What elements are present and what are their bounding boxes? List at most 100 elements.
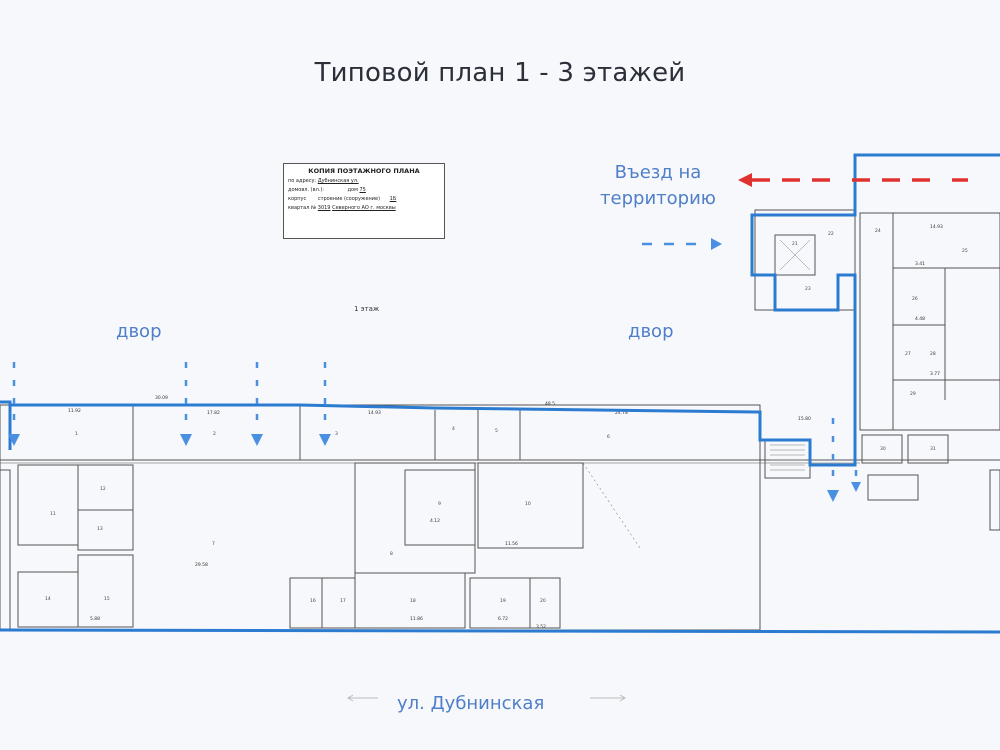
svg-text:11: 11 — [50, 511, 56, 517]
svg-text:11.86: 11.86 — [410, 616, 423, 622]
street-label: ул. Дубнинская — [397, 693, 545, 714]
right-edge-block — [989, 469, 1000, 531]
svg-text:14.93: 14.93 — [368, 410, 381, 416]
svg-text:25: 25 — [962, 248, 968, 254]
svg-text:7: 7 — [212, 541, 215, 547]
left-edge-block — [0, 469, 11, 631]
wing-stair-block — [754, 209, 856, 311]
leased-area-boundary — [0, 153, 1000, 634]
street-direction-arrows — [347, 694, 626, 702]
svg-text:11.92: 11.92 — [68, 408, 81, 414]
stamp-kvartal: 3019 — [317, 205, 331, 211]
svg-text:17.82: 17.82 — [207, 410, 220, 416]
boundary-bottom — [0, 628, 1000, 634]
stamp-house-line: домовл. (вл.): дом 75 — [288, 187, 440, 193]
walk-arrow-down-2 — [251, 362, 263, 446]
room-numbers: 1 2 3 4 5 6 7 8 9 10 11 12 13 14 15 16 1… — [45, 228, 968, 604]
svg-text:30.09: 30.09 — [155, 395, 168, 401]
stamp-address-line: по адресу: Дубнинская ул. — [288, 178, 440, 184]
walk-arrow-head-right — [711, 238, 722, 250]
svg-text:15: 15 — [104, 596, 110, 602]
stair-right — [764, 439, 811, 479]
svg-text:3.52: 3.52 — [536, 624, 546, 630]
svg-text:15.80: 15.80 — [798, 416, 811, 422]
floor-plan-copy-stamp: КОПИЯ ПОЭТАЖНОГО ПЛАНА по адресу: Дубнин… — [283, 163, 445, 239]
wing-right-block — [859, 212, 1000, 431]
stamp-quarter-line: квартал № 3019 Северного АО г. москвы — [288, 205, 440, 211]
svg-text:1: 1 — [75, 431, 78, 437]
stamp-domovl-label: домовл. (вл.): — [288, 187, 324, 193]
svg-text:23: 23 — [805, 286, 811, 292]
svg-text:9: 9 — [438, 501, 441, 507]
svg-text:6: 6 — [607, 434, 610, 440]
svg-text:5: 5 — [495, 428, 498, 434]
stamp-title: КОПИЯ ПОЭТАЖНОГО ПЛАНА — [308, 167, 420, 175]
street-arrow-left-head — [347, 694, 354, 702]
svg-text:20: 20 — [540, 598, 546, 604]
walk-arrows — [8, 238, 861, 502]
svg-text:4: 4 — [452, 426, 455, 432]
svg-text:24.78: 24.78 — [615, 410, 628, 416]
room-bottom-b — [354, 572, 466, 629]
wing-elevator — [774, 234, 816, 276]
wing-room-b — [907, 434, 949, 464]
svg-text:16: 16 — [310, 598, 316, 604]
svg-text:3.41: 3.41 — [915, 261, 925, 267]
svg-text:26: 26 — [912, 296, 918, 302]
svg-text:24: 24 — [875, 228, 881, 234]
svg-text:4.12: 4.12 — [430, 518, 440, 524]
room-left-e — [77, 554, 134, 628]
building-walls — [0, 209, 1000, 631]
yard-label-right: двор — [628, 321, 674, 342]
svg-text:8: 8 — [390, 551, 393, 557]
floor-mark: 1 этаж — [354, 305, 380, 313]
room-left-c — [77, 509, 134, 551]
walk-arrow-down-4 — [8, 362, 20, 446]
svg-text:19: 19 — [500, 598, 506, 604]
svg-text:21: 21 — [792, 241, 798, 247]
stamp-stroenie: 1Б — [389, 196, 397, 202]
svg-text:14: 14 — [45, 596, 51, 602]
stair-hatching — [770, 239, 811, 471]
svg-text:6.72: 6.72 — [498, 616, 508, 622]
wing-room-a — [861, 434, 903, 464]
stamp-stroenie-label: строение (сооружение) — [317, 196, 381, 202]
wing-room-c — [867, 474, 919, 501]
dimension-numbers: 11.92 30.09 17.82 14.93 48.5 24.78 29.58… — [68, 224, 943, 630]
stamp-district: Северного АО г. москвы — [332, 205, 396, 211]
svg-text:3.77: 3.77 — [930, 371, 940, 377]
room-left-a — [17, 464, 79, 546]
boundary-top — [0, 153, 1000, 467]
svg-text:29: 29 — [910, 391, 916, 397]
entrance-arrow — [738, 173, 968, 187]
yard-label-left: двор — [116, 321, 162, 342]
main-block-outline — [0, 404, 761, 631]
stamp-kvartal-label: квартал № — [288, 205, 317, 211]
svg-text:28: 28 — [930, 351, 936, 357]
stamp-building-line: корпус строение (сооружение) 1Б — [288, 196, 440, 202]
entrance-label: Въезд на территорию — [600, 162, 716, 209]
svg-text:27: 27 — [905, 351, 911, 357]
room-bottom-c — [469, 577, 561, 629]
svg-text:30: 30 — [880, 446, 886, 452]
street-arrow-right-head — [619, 694, 626, 702]
stamp-street: Дубнинская ул. — [317, 178, 359, 184]
svg-text:22: 22 — [828, 231, 834, 237]
room-center-c — [477, 462, 584, 549]
svg-text:29.58: 29.58 — [195, 562, 208, 568]
svg-text:10: 10 — [525, 501, 531, 507]
stamp-korpus-label: корпус — [288, 196, 307, 202]
walk-arrow-down-6 — [851, 470, 861, 492]
svg-text:18: 18 — [410, 598, 416, 604]
svg-text:17: 17 — [340, 598, 346, 604]
walk-arrow-down-1 — [180, 362, 192, 446]
svg-text:31: 31 — [930, 446, 936, 452]
svg-text:12: 12 — [100, 486, 106, 492]
page-title: Типовой план 1 - 3 этажей — [314, 58, 686, 88]
svg-text:2: 2 — [213, 431, 216, 437]
svg-text:14.93: 14.93 — [930, 224, 943, 230]
walk-arrow-down-5 — [827, 418, 839, 502]
stamp-address-label: по адресу: — [288, 178, 317, 184]
svg-text:4.48: 4.48 — [915, 316, 925, 322]
